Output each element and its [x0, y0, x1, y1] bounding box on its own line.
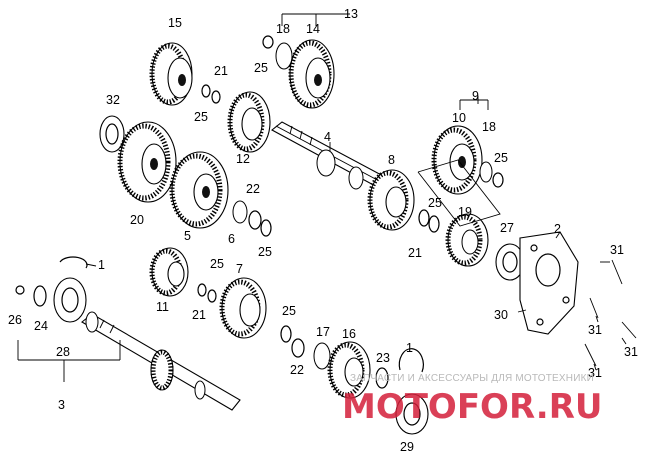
label-9: 9: [472, 89, 479, 103]
countershaft-4: [271, 121, 401, 196]
label-20: 20: [130, 213, 144, 227]
bearing-28-group: [15, 256, 88, 323]
label-21-mid: 21: [408, 246, 422, 260]
gear-16: [327, 341, 371, 399]
label-25-right: 25: [494, 151, 508, 165]
gear-12: [227, 91, 271, 153]
gear-27: [445, 213, 489, 267]
label-25-midlow: 25: [258, 245, 272, 259]
label-27: 27: [500, 221, 514, 235]
gear-15: [149, 42, 193, 106]
label-3: 3: [58, 398, 65, 412]
label-25-top: 25: [254, 61, 268, 75]
label-6: 6: [228, 232, 235, 246]
label-1-right: 1: [406, 341, 413, 355]
gear-20: [117, 121, 177, 203]
label-30: 30: [494, 308, 508, 322]
label-5: 5: [184, 229, 191, 243]
label-31-c: 31: [624, 345, 638, 359]
label-22-low: 22: [290, 363, 304, 377]
label-31-d: 31: [588, 366, 602, 380]
label-25-bottom: 25: [282, 304, 296, 318]
mainshaft-3: [81, 311, 241, 411]
label-2: 2: [554, 222, 561, 236]
label-4: 4: [324, 130, 331, 144]
watermark: ЗАПЧАСТИ И АКСЕССУАРЫ ДЛЯ МОТОТЕХНИКИ MO…: [342, 373, 602, 427]
bearing-holder-2: [519, 231, 579, 335]
label-25-mid: 25: [428, 196, 442, 210]
label-14: 14: [306, 22, 320, 36]
label-1-left: 1: [98, 258, 105, 272]
label-31-a: 31: [610, 243, 624, 257]
label-25-low: 25: [210, 257, 224, 271]
label-16: 16: [342, 327, 356, 341]
bushing-17-group: [280, 325, 331, 370]
label-22-mid: 22: [246, 182, 260, 196]
gear-10: [431, 125, 504, 195]
washers-21-25-top: [201, 84, 221, 104]
gear-8: [367, 169, 415, 231]
gear-11: [149, 247, 189, 297]
gear-14: [262, 35, 335, 109]
watermark-tagline: ЗАПЧАСТИ И АКСЕССУАРЫ ДЛЯ МОТОТЕХНИКИ: [350, 373, 594, 384]
label-11: 11: [156, 300, 169, 314]
label-29: 29: [400, 440, 414, 454]
label-21-top: 21: [214, 64, 228, 78]
gear-7: [219, 277, 267, 339]
label-32: 32: [106, 93, 120, 107]
leader-lines: [17, 13, 627, 382]
label-15: 15: [168, 16, 182, 30]
label-31-b: 31: [588, 323, 602, 337]
label-8: 8: [388, 153, 395, 167]
label-19: 19: [458, 205, 472, 219]
label-12: 12: [236, 152, 250, 166]
washers-21-25-low: [197, 283, 217, 303]
bearing-29-group: [375, 348, 429, 435]
callout-labels: 13 15 18 14 25 21 32 9 25 10 18 4 12 8 2…: [8, 7, 638, 454]
label-7: 7: [236, 262, 243, 276]
label-21-low: 21: [192, 308, 206, 322]
label-17: 17: [316, 325, 330, 339]
label-18-top: 18: [276, 22, 290, 36]
bolts-31: [584, 259, 637, 367]
label-13: 13: [344, 7, 358, 21]
label-24: 24: [34, 319, 48, 333]
bearing-32: [99, 115, 125, 153]
label-18-right: 18: [482, 120, 496, 134]
label-10: 10: [452, 111, 466, 125]
gear-5: [169, 151, 229, 229]
washers-21-25-mid: [418, 209, 440, 233]
watermark-logo: MOTOFOR.RU: [342, 387, 602, 427]
label-28: 28: [56, 345, 70, 359]
label-26: 26: [8, 313, 22, 327]
bushing-6-group: [232, 200, 272, 237]
label-23: 23: [376, 351, 390, 365]
label-25-upper: 25: [194, 110, 208, 124]
